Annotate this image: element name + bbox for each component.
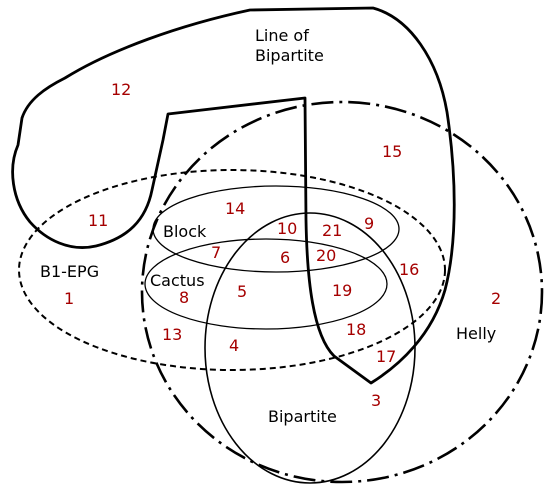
helly-label: Helly xyxy=(456,324,496,343)
line-of-bipartite-label-line2: Bipartite xyxy=(255,46,324,65)
region-number: 12 xyxy=(111,80,131,99)
region-number: 16 xyxy=(399,260,419,279)
region-number: 7 xyxy=(211,243,221,262)
region-number: 8 xyxy=(179,288,189,307)
region-number: 15 xyxy=(382,142,402,161)
helly-set-outline xyxy=(140,100,544,484)
region-number: 21 xyxy=(322,221,342,240)
block-set-outline xyxy=(152,185,400,273)
line-of-bipartite-label-line1: Line of xyxy=(255,26,309,45)
b1-epg-label: B1-EPG xyxy=(40,262,99,281)
region-number: 20 xyxy=(316,246,336,265)
block-label: Block xyxy=(163,222,207,241)
cactus-label: Cactus xyxy=(150,271,205,290)
region-number: 4 xyxy=(229,336,239,355)
line-of-bipartite-set-outline xyxy=(11,6,456,385)
region-number: 18 xyxy=(346,320,366,339)
cactus-set-outline xyxy=(144,238,388,330)
region-number: 3 xyxy=(371,391,381,410)
region-number: 5 xyxy=(237,282,247,301)
region-number: 2 xyxy=(491,289,501,308)
region-number: 6 xyxy=(280,248,290,267)
region-number: 11 xyxy=(88,211,108,230)
region-number: 17 xyxy=(376,347,396,366)
region-number: 19 xyxy=(332,281,352,300)
region-number: 14 xyxy=(225,199,245,218)
region-number: 1 xyxy=(64,289,74,308)
region-number: 10 xyxy=(277,219,297,238)
region-number: 9 xyxy=(364,214,374,233)
bipartite-label: Bipartite xyxy=(268,407,337,426)
b1-epg-set-outline xyxy=(18,169,446,371)
region-number: 13 xyxy=(162,325,182,344)
bipartite-set-outline xyxy=(204,212,416,484)
